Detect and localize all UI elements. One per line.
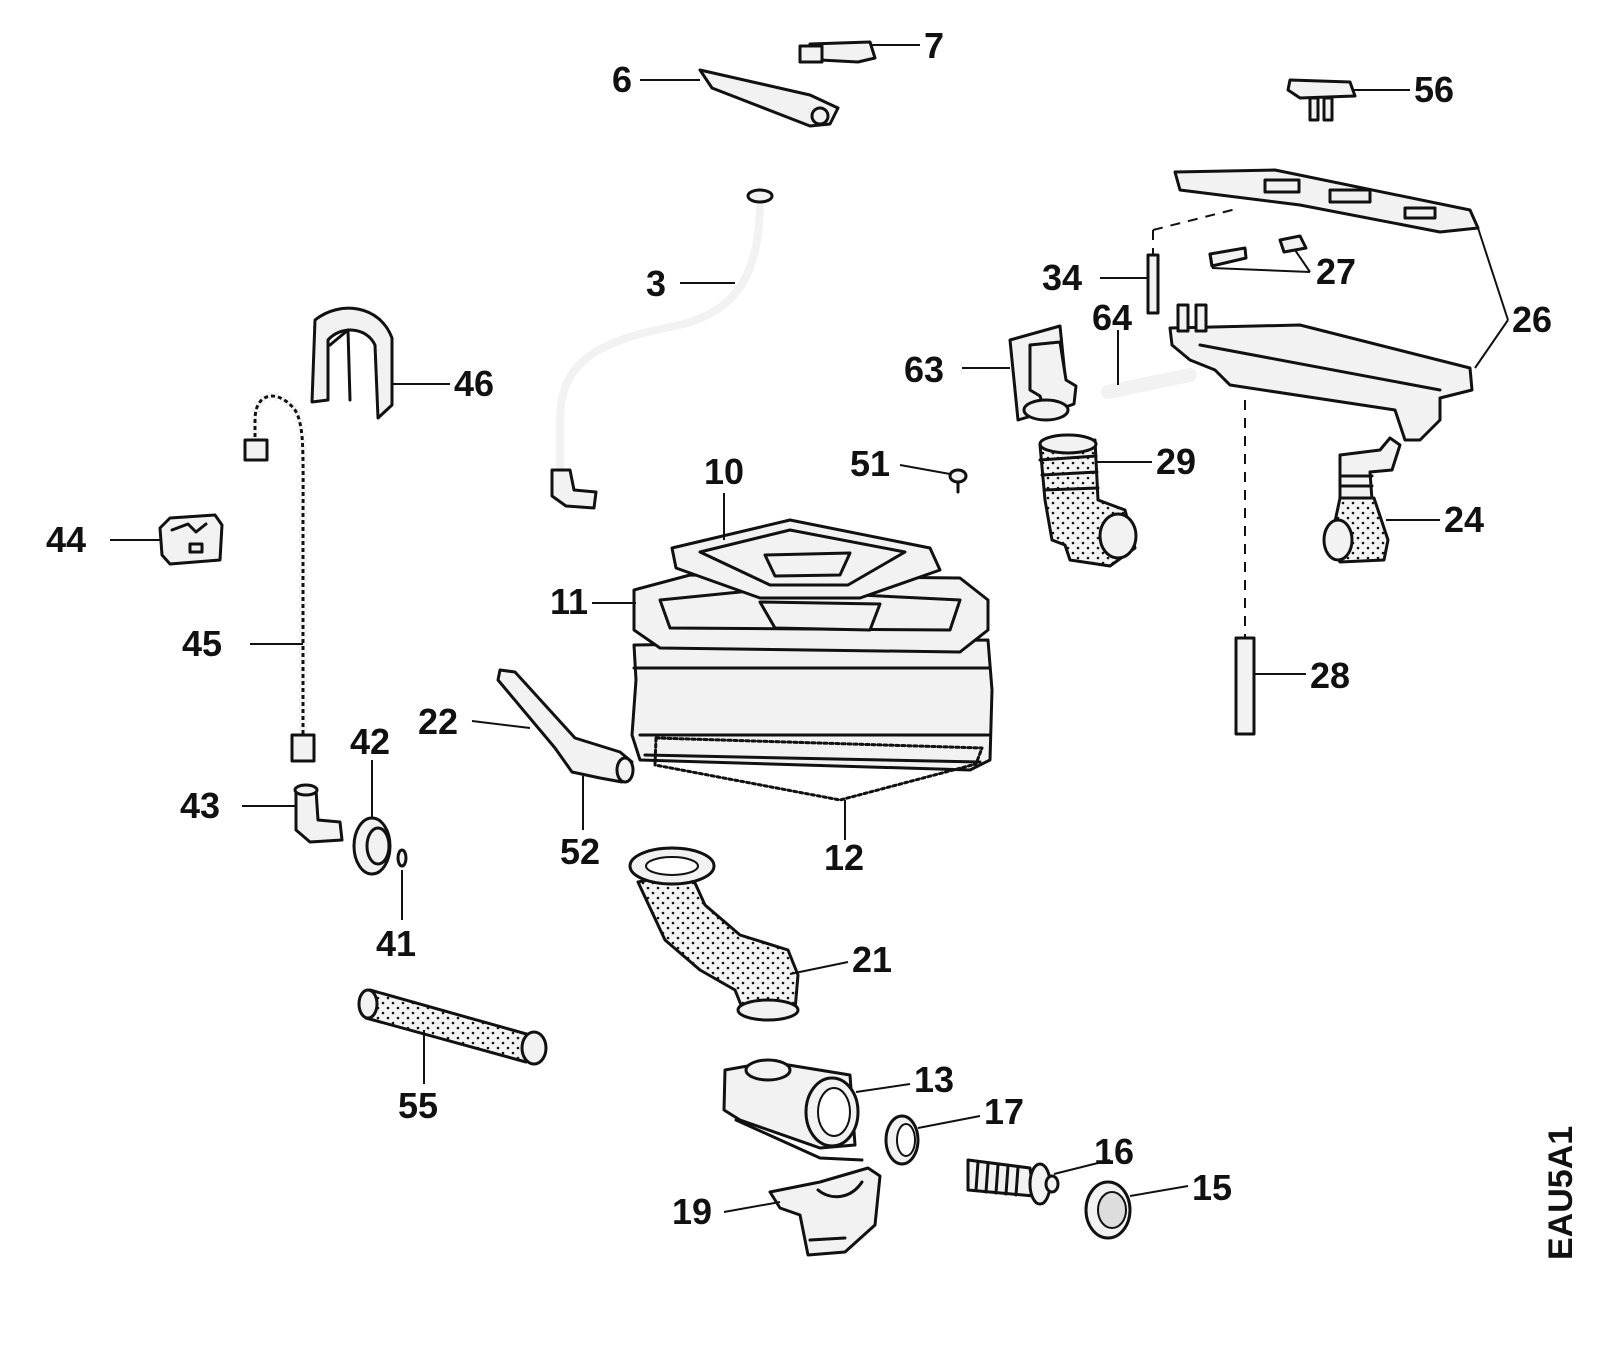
callout-43: 43 [180,785,220,826]
part-13-pump-housing [722,1058,911,1162]
callout-26: 26 [1512,299,1552,340]
callout-24: 24 [1444,499,1484,540]
callout-12: 12 [824,837,864,878]
part-15-cap [1084,1180,1189,1240]
callout-16: 16 [1094,1131,1134,1172]
part-28-rod [1234,400,1306,736]
part-34-rod [1100,207,1241,315]
part-51-screw [899,464,968,494]
callout-42: 42 [350,721,390,762]
part-55-tube [357,988,548,1084]
callout-51: 51 [850,443,890,484]
part-26-dispenser [1168,168,1509,442]
part-63-valve [962,324,1078,422]
callout-19: 19 [672,1191,712,1232]
callout-52: 52 [560,831,600,872]
callout-46: 46 [454,363,494,404]
callout-28: 28 [1310,655,1350,696]
callout-45: 45 [182,623,222,664]
tub-assembly [592,493,994,840]
part-43-elbow [242,783,344,844]
callout-21: 21 [852,939,892,980]
part-3-inlet-hose [550,188,774,510]
callout-41: 41 [376,923,416,964]
part-6-actuator [640,68,840,128]
callout-10: 10 [704,451,744,492]
callout-6: 6 [612,59,632,100]
callout-27: 27 [1316,251,1356,292]
callout-15: 15 [1192,1167,1232,1208]
callout-17: 17 [984,1091,1024,1132]
part-19-cover [723,1166,882,1257]
part-46-u-clamp [310,306,450,420]
part-42-ring-nut [352,760,392,876]
callout-labels: 7 6 56 3 26 27 34 64 63 46 29 24 51 10 4… [46,25,1552,1232]
callout-29: 29 [1156,441,1196,482]
part-21-bellows-hose [628,846,849,1022]
part-64-hose [1101,330,1197,399]
callout-3: 3 [646,263,666,304]
part-27-pins [1208,234,1311,273]
callout-11: 11 [550,581,588,622]
part-41-o-ring [396,848,408,920]
part-22-pipe [471,668,635,784]
callout-56: 56 [1414,69,1454,110]
callout-64: 64 [1092,297,1132,338]
callout-7: 7 [924,25,944,66]
callout-55: 55 [398,1085,438,1126]
part-44-clip [110,513,224,566]
diagram-code: EAU5A1 [1542,1126,1580,1260]
callout-34: 34 [1042,257,1082,298]
part-45-drain-hose [243,391,316,763]
part-56-clip [1286,78,1410,122]
callout-13: 13 [914,1059,954,1100]
callout-63: 63 [904,349,944,390]
callout-22: 22 [418,701,458,742]
callout-44: 44 [46,519,86,560]
part-17-ring [884,1114,981,1166]
part-7-bracket [798,40,920,64]
part-29-bellows-elbow [1038,433,1152,568]
part-24-pipe [1322,436,1440,564]
part-16-filter [966,1158,1111,1206]
